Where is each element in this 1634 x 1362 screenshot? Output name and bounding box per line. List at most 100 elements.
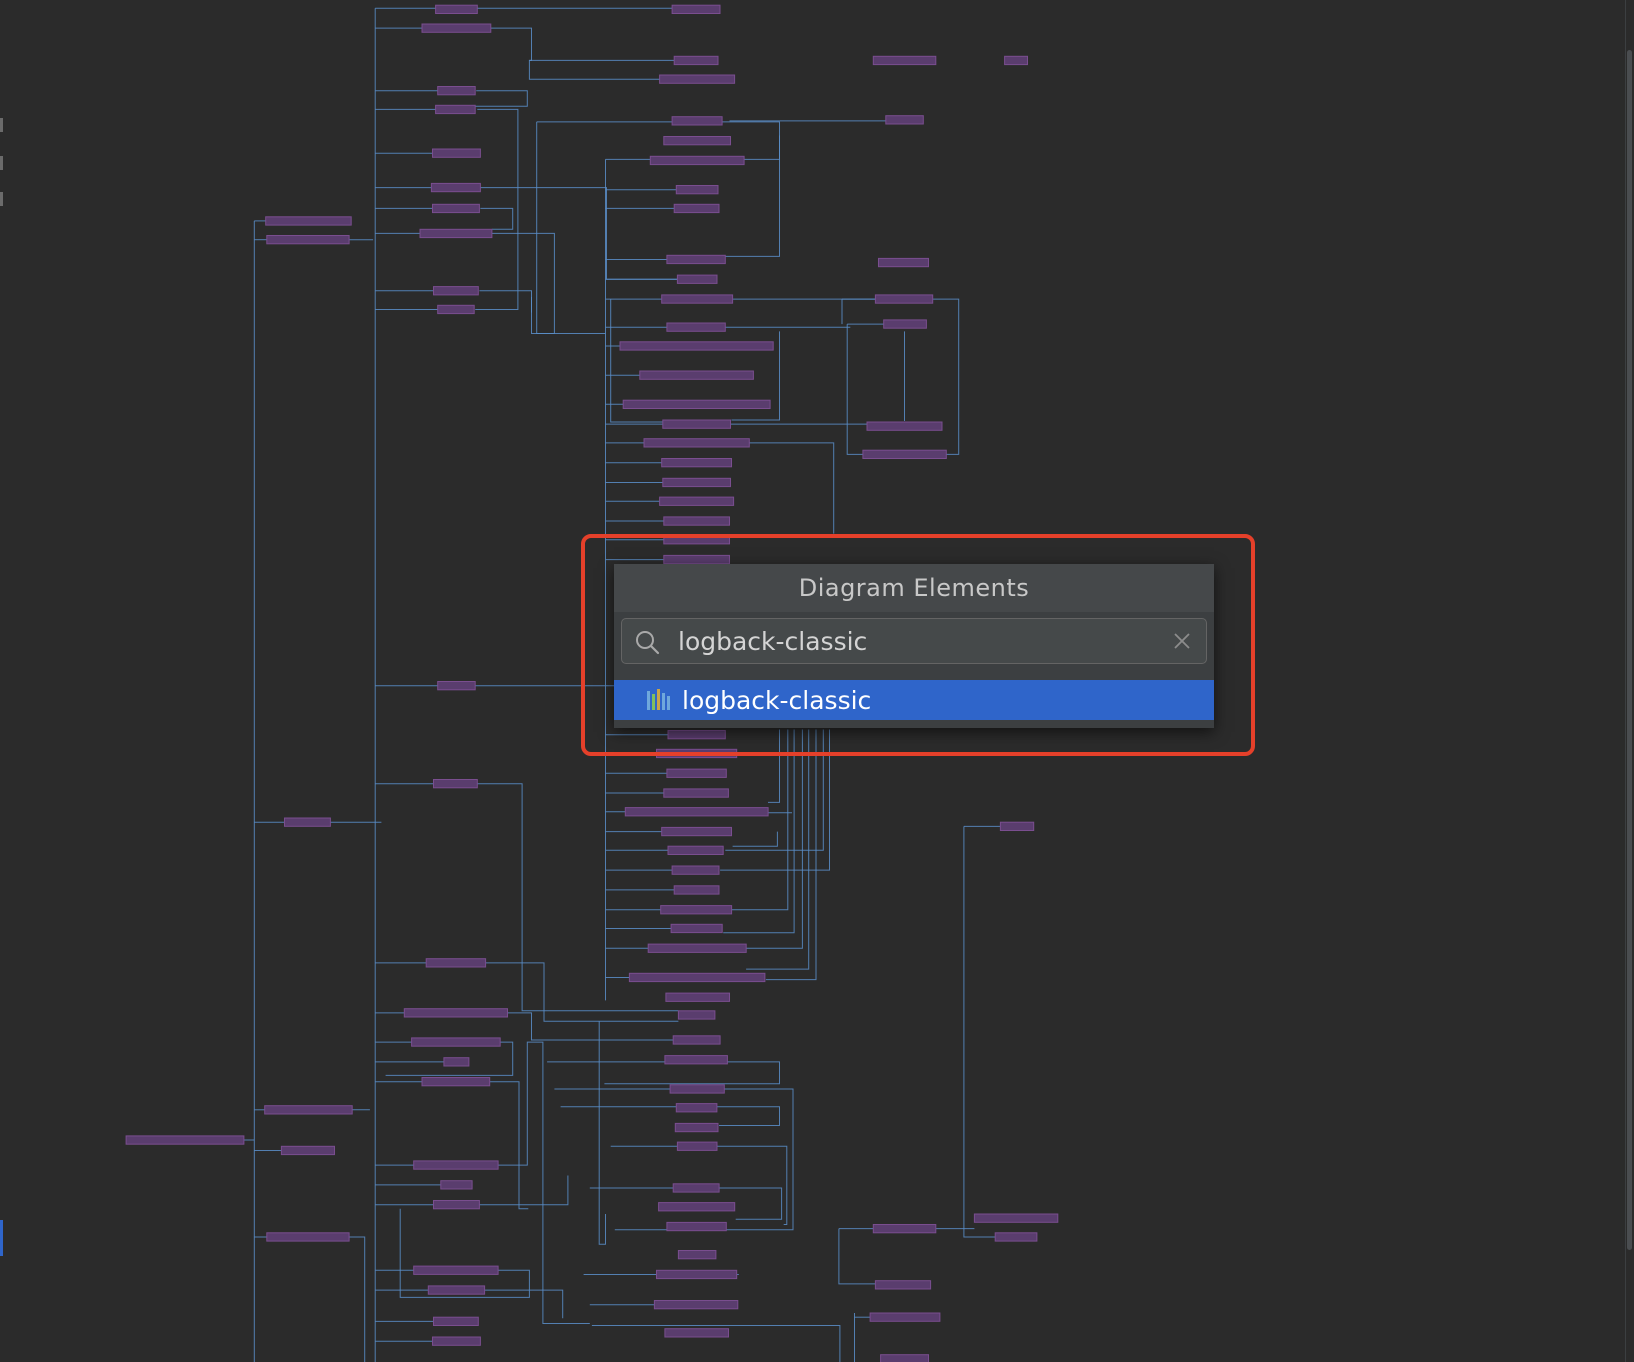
diagram-node[interactable]: [866, 421, 943, 431]
diagram-node[interactable]: [662, 419, 731, 429]
diagram-node[interactable]: [403, 1008, 508, 1018]
diagram-node[interactable]: [619, 341, 774, 351]
search-input[interactable]: [678, 623, 1148, 659]
diagram-node[interactable]: [663, 516, 730, 526]
diagram-node[interactable]: [440, 1180, 473, 1190]
diagram-node[interactable]: [675, 1103, 718, 1113]
search-box[interactable]: [621, 618, 1207, 664]
diagram-node[interactable]: [666, 768, 727, 778]
diagram-node[interactable]: [433, 1316, 479, 1326]
diagram-node[interactable]: [676, 1141, 718, 1151]
diagram-node[interactable]: [669, 1084, 725, 1094]
diagram-node[interactable]: [677, 1250, 717, 1260]
diagram-node[interactable]: [872, 1224, 937, 1234]
diagram-node[interactable]: [676, 274, 718, 284]
diagram-node[interactable]: [435, 4, 478, 14]
diagram-node[interactable]: [643, 438, 750, 448]
diagram-node[interactable]: [874, 294, 934, 304]
diagram-node[interactable]: [421, 1077, 491, 1087]
diagram-node[interactable]: [266, 1232, 350, 1242]
diagram-node[interactable]: [437, 681, 476, 691]
diagram-node[interactable]: [433, 779, 478, 789]
diagram-node[interactable]: [430, 182, 481, 193]
scrollbar-thumb[interactable]: [1627, 50, 1632, 1250]
diagram-node[interactable]: [883, 319, 927, 329]
diagram-node[interactable]: [628, 972, 766, 983]
diagram-node[interactable]: [433, 286, 479, 296]
diagram-node[interactable]: [421, 23, 492, 33]
diagram-node[interactable]: [432, 148, 481, 158]
diagram-node[interactable]: [656, 1269, 738, 1280]
diagram-node[interactable]: [660, 905, 733, 915]
diagram-node[interactable]: [999, 821, 1035, 832]
diagram-node[interactable]: [427, 1285, 486, 1295]
diagram-node[interactable]: [675, 185, 719, 195]
diagram-node[interactable]: [647, 943, 747, 953]
diagram-node[interactable]: [673, 203, 720, 214]
diagram-node[interactable]: [663, 788, 729, 798]
diagram-node[interactable]: [674, 1122, 719, 1133]
vertical-scrollbar[interactable]: [1625, 0, 1634, 1362]
diagram-node[interactable]: [624, 807, 769, 817]
diagram-node[interactable]: [663, 136, 731, 146]
diagram-node[interactable]: [419, 228, 493, 239]
diagram-node[interactable]: [664, 1328, 730, 1338]
diagram-node[interactable]: [435, 104, 476, 115]
diagram-node[interactable]: [280, 1145, 335, 1156]
diagram-node[interactable]: [667, 845, 724, 856]
diagram-node[interactable]: [437, 304, 475, 315]
diagram-node[interactable]: [672, 1183, 720, 1193]
diagram-node[interactable]: [994, 1232, 1038, 1242]
diagram-node[interactable]: [671, 4, 721, 14]
diagram-node[interactable]: [664, 1055, 728, 1065]
diagram-node[interactable]: [284, 817, 331, 827]
diagram-node[interactable]: [666, 254, 726, 265]
diagram-node[interactable]: [880, 1354, 929, 1362]
diagram-node[interactable]: [662, 477, 731, 488]
diagram-node[interactable]: [874, 1280, 932, 1290]
diagram-node[interactable]: [666, 322, 726, 332]
result-item-logback-classic[interactable]: logback-classic: [614, 680, 1214, 720]
diagram-node[interactable]: [665, 992, 731, 1002]
diagram-node[interactable]: [663, 554, 730, 565]
diagram-node[interactable]: [667, 730, 726, 740]
diagram-node[interactable]: [413, 1160, 499, 1170]
diagram-node[interactable]: [413, 1265, 499, 1275]
diagram-node[interactable]: [433, 1200, 480, 1210]
diagram-node[interactable]: [125, 1135, 245, 1145]
diagram-node[interactable]: [872, 55, 937, 66]
diagram-node[interactable]: [649, 155, 745, 166]
diagram-node[interactable]: [411, 1037, 501, 1047]
diagram-node[interactable]: [661, 458, 733, 468]
diagram-node[interactable]: [659, 74, 736, 84]
diagram-node[interactable]: [432, 203, 480, 214]
diagram-node[interactable]: [661, 294, 734, 304]
diagram-node[interactable]: [443, 1057, 470, 1067]
close-icon[interactable]: [1172, 631, 1192, 651]
diagram-node[interactable]: [671, 865, 720, 875]
diagram-node[interactable]: [672, 1035, 721, 1045]
diagram-node[interactable]: [671, 116, 723, 126]
diagram-node[interactable]: [673, 55, 719, 66]
diagram-node[interactable]: [264, 1105, 353, 1115]
diagram-node[interactable]: [265, 216, 352, 226]
diagram-node[interactable]: [622, 399, 771, 410]
diagram-node[interactable]: [639, 370, 754, 380]
diagram-node[interactable]: [869, 1312, 941, 1322]
diagram-node[interactable]: [432, 1336, 481, 1346]
diagram-node[interactable]: [658, 1202, 736, 1212]
diagram-node[interactable]: [661, 826, 733, 837]
diagram-node[interactable]: [878, 257, 929, 268]
diagram-node[interactable]: [885, 115, 924, 125]
diagram-node[interactable]: [862, 449, 947, 460]
diagram-node[interactable]: [659, 496, 735, 506]
diagram-node[interactable]: [666, 1221, 727, 1232]
diagram-node[interactable]: [677, 1010, 716, 1020]
diagram-node[interactable]: [973, 1213, 1059, 1223]
diagram-node[interactable]: [266, 235, 350, 245]
diagram-node[interactable]: [670, 923, 723, 934]
diagram-node[interactable]: [673, 885, 720, 895]
diagram-node[interactable]: [1004, 55, 1028, 66]
diagram-node[interactable]: [653, 1300, 739, 1310]
